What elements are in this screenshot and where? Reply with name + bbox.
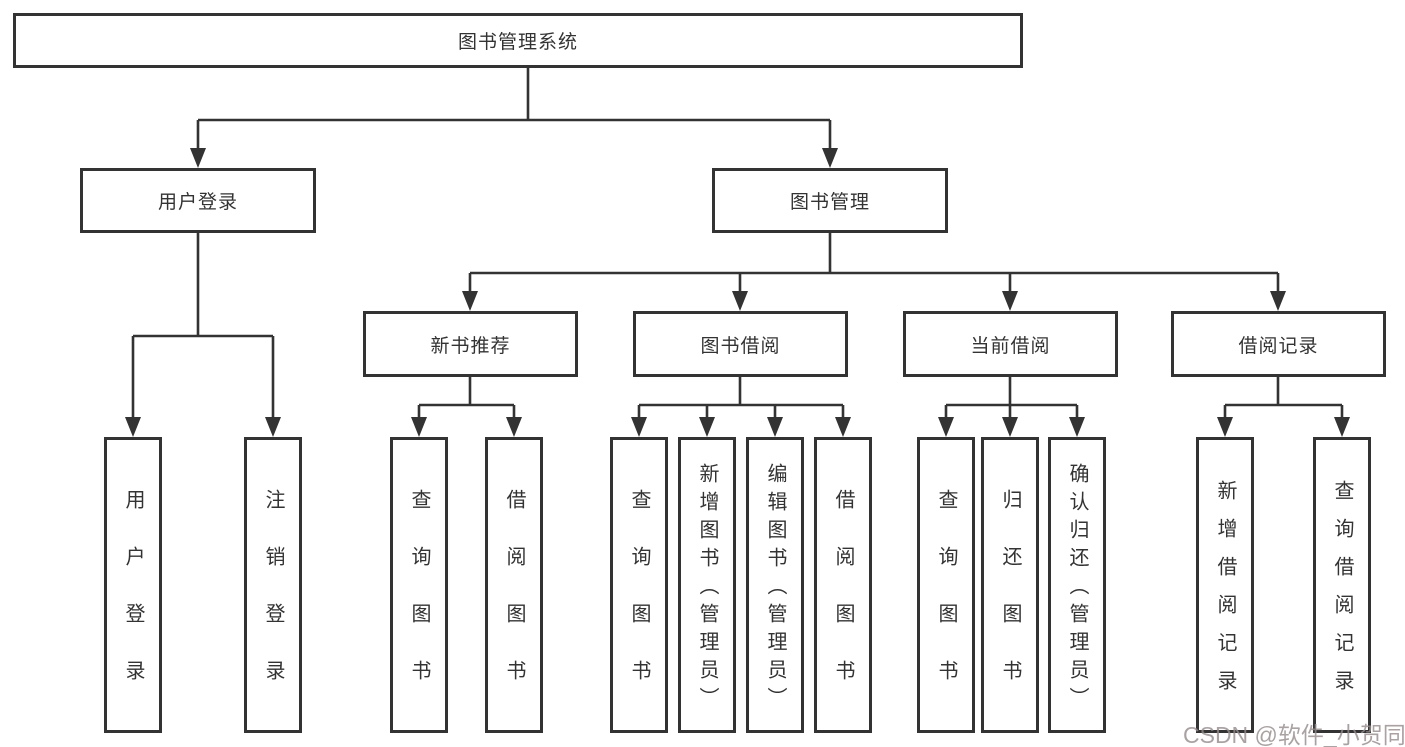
node-edit-book-admin: 编辑图书（管理员） [746, 437, 804, 733]
node-borrow-books: 借阅图书 [814, 437, 872, 733]
node-label: 新增图书（管理员） [696, 463, 718, 715]
node-label: 查询图书 [935, 489, 957, 717]
node-label: 归还图书 [999, 489, 1021, 717]
node-borrow-books-recommend: 借阅图书 [485, 437, 543, 733]
node-library-management-system: 图书管理系统 [13, 13, 1023, 68]
node-add-book-admin: 新增图书（管理员） [678, 437, 736, 733]
node-label: 注销登录 [262, 489, 284, 717]
node-label: 图书管理 [789, 192, 870, 213]
node-label: 用户登录 [122, 489, 144, 717]
node-label: 查询借阅记录 [1331, 480, 1353, 708]
node-label: 用户登录 [157, 192, 238, 213]
node-label: 查询图书 [628, 489, 650, 717]
node-label: 新增借阅记录 [1214, 480, 1236, 708]
node-label: 新书推荐 [430, 335, 511, 357]
node-label: 当前借阅 [970, 335, 1051, 357]
node-confirm-return-admin: 确认归还（管理员） [1048, 437, 1106, 733]
node-user-login-group: 用户登录 [80, 168, 316, 233]
watermark: CSDN @软件_小贺同学 [1183, 722, 1405, 747]
node-label: 确认归还（管理员） [1066, 463, 1088, 715]
node-book-management: 图书管理 [712, 168, 948, 233]
node-book-borrowing: 图书借阅 [633, 311, 848, 377]
node-label: 图书借阅 [700, 335, 781, 357]
node-add-borrow-record: 新增借阅记录 [1196, 437, 1254, 733]
node-current-borrowing: 当前借阅 [903, 311, 1118, 377]
node-query-books-borrowing: 查询图书 [610, 437, 668, 733]
node-borrow-records: 借阅记录 [1171, 311, 1386, 377]
node-query-borrow-record: 查询借阅记录 [1313, 437, 1371, 733]
node-query-books-recommend: 查询图书 [390, 437, 448, 733]
node-label: 借阅记录 [1238, 335, 1319, 357]
node-logout: 注销登录 [244, 437, 302, 733]
node-label: 借阅图书 [503, 489, 525, 717]
node-label: 编辑图书（管理员） [764, 463, 786, 715]
node-query-books-current: 查询图书 [917, 437, 975, 733]
node-label: 借阅图书 [832, 489, 854, 717]
node-label: 查询图书 [408, 489, 430, 717]
node-label: 图书管理系统 [457, 32, 578, 53]
node-return-books: 归还图书 [981, 437, 1039, 733]
node-new-book-recommend: 新书推荐 [363, 311, 578, 377]
node-user-login: 用户登录 [104, 437, 162, 733]
